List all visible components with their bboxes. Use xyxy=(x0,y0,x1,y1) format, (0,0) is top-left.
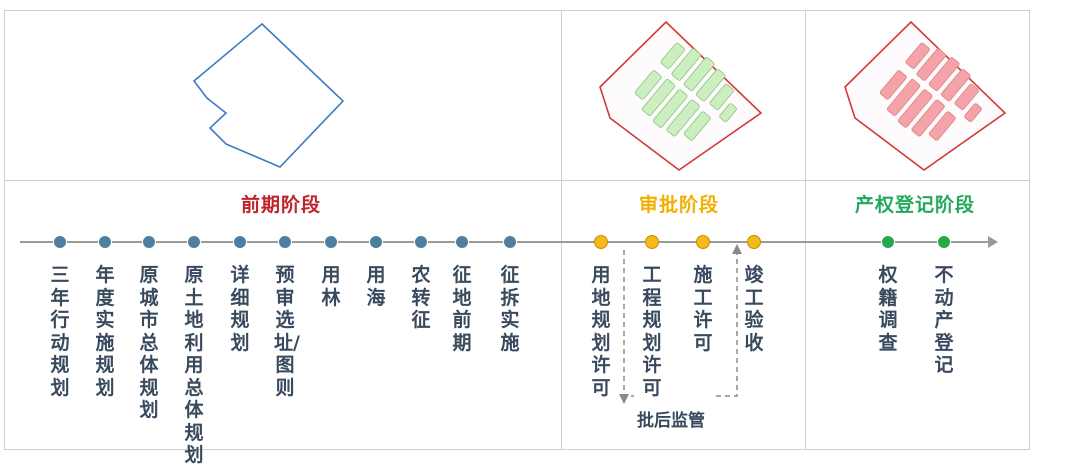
step-dot xyxy=(233,235,247,249)
step-label: 施工许可 xyxy=(693,264,713,354)
phase-early-label: 前期阶段 xyxy=(240,194,321,216)
step-dot xyxy=(696,235,710,249)
supervision-arrow-down-icon xyxy=(619,394,629,404)
section-divider-approval-property xyxy=(805,10,806,450)
step-label: 三年行动规划 xyxy=(50,264,70,399)
step-dot xyxy=(187,235,201,249)
section-divider-early-approval xyxy=(561,10,562,450)
illustrations xyxy=(192,20,1007,404)
step-dot xyxy=(881,235,895,249)
step-dot xyxy=(503,235,517,249)
approved-parcel-icon xyxy=(599,20,763,171)
diagram-frame xyxy=(4,10,1030,450)
step-label: 权籍调查 xyxy=(878,264,898,354)
step-dot xyxy=(278,235,292,249)
step-dot xyxy=(645,235,659,249)
step-label: 不动产登记 xyxy=(934,264,954,376)
phase-approval-label: 审批阶段 xyxy=(638,194,719,216)
step-label: 详细规划 xyxy=(230,264,250,354)
supervision-label: 批后监管 xyxy=(637,411,705,431)
step-label: 年度实施规划 xyxy=(95,264,115,399)
supervision-arrow-up-icon xyxy=(732,244,742,254)
step-dot xyxy=(455,235,469,249)
step-dot xyxy=(142,235,156,249)
step-dot xyxy=(937,235,951,249)
step-dot xyxy=(414,235,428,249)
step-label: 农转征 xyxy=(411,264,431,331)
step-dot xyxy=(747,235,761,249)
step-label: 用林 xyxy=(321,264,341,309)
step-label: 原土地利用总体规划 xyxy=(184,264,204,466)
step-label: 工程规划许可 xyxy=(642,264,662,399)
registered-parcel-icon xyxy=(844,20,1007,171)
step-label: 原城市总体规划 xyxy=(139,264,159,421)
step-dot xyxy=(369,235,383,249)
step-label: 用地规划许可 xyxy=(591,264,611,399)
step-dot xyxy=(324,235,338,249)
step-dot xyxy=(98,235,112,249)
section-divider-horizontal xyxy=(4,180,1030,181)
phase-property-label: 产权登记阶段 xyxy=(854,194,975,216)
parcel-outline-icon xyxy=(192,22,345,168)
step-label: 用海 xyxy=(366,264,386,309)
step-label: 征拆实施 xyxy=(500,264,520,354)
timeline-arrow-icon xyxy=(988,236,998,248)
step-dot xyxy=(594,235,608,249)
step-dot xyxy=(53,235,67,249)
step-label: 竣工验收 xyxy=(744,264,764,354)
step-label: 征地前期 xyxy=(452,264,472,354)
step-label: 预审选址/图则 xyxy=(274,264,300,399)
